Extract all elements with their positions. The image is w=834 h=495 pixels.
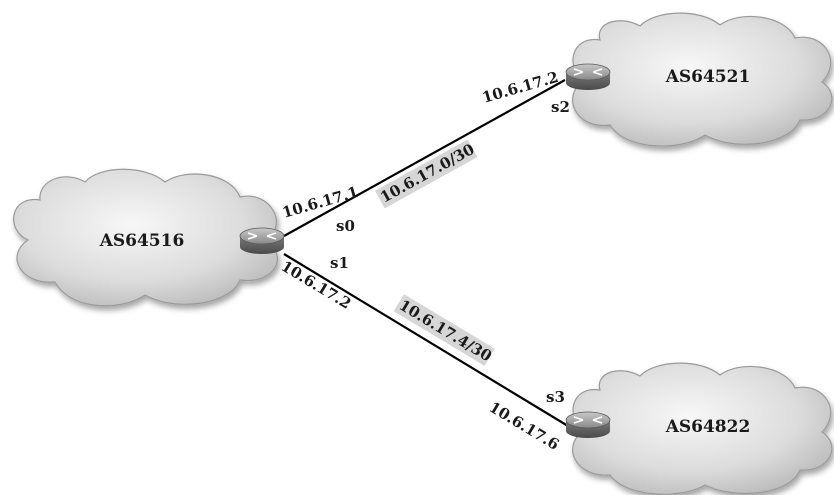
link-upper: [283, 79, 566, 237]
router-icon: [565, 411, 611, 439]
upper-left-interface: s0: [336, 217, 355, 235]
cloud-icon: [572, 12, 833, 147]
router-icon: [239, 227, 285, 255]
upper-right-interface: s2: [551, 98, 570, 116]
upper-right-ip: 10.6.17.2: [480, 68, 560, 107]
upper-network-label: 10.6.17.0/30: [374, 139, 477, 209]
lower-right-ip: 10.6.17.6: [486, 398, 562, 454]
cloud-icon: [13, 168, 278, 307]
link-lower: [283, 253, 569, 427]
as-label-bottom-right: AS64822: [665, 417, 751, 437]
as-label-left: AS64516: [99, 231, 185, 251]
lower-left-interface: s1: [330, 254, 349, 272]
lower-right-interface: s3: [546, 388, 565, 406]
cloud-icon: [572, 362, 833, 495]
router-icon: [565, 63, 611, 91]
upper-network-text: 10.6.17.0/30: [377, 140, 477, 206]
as-label-top-right: AS64521: [665, 67, 751, 87]
